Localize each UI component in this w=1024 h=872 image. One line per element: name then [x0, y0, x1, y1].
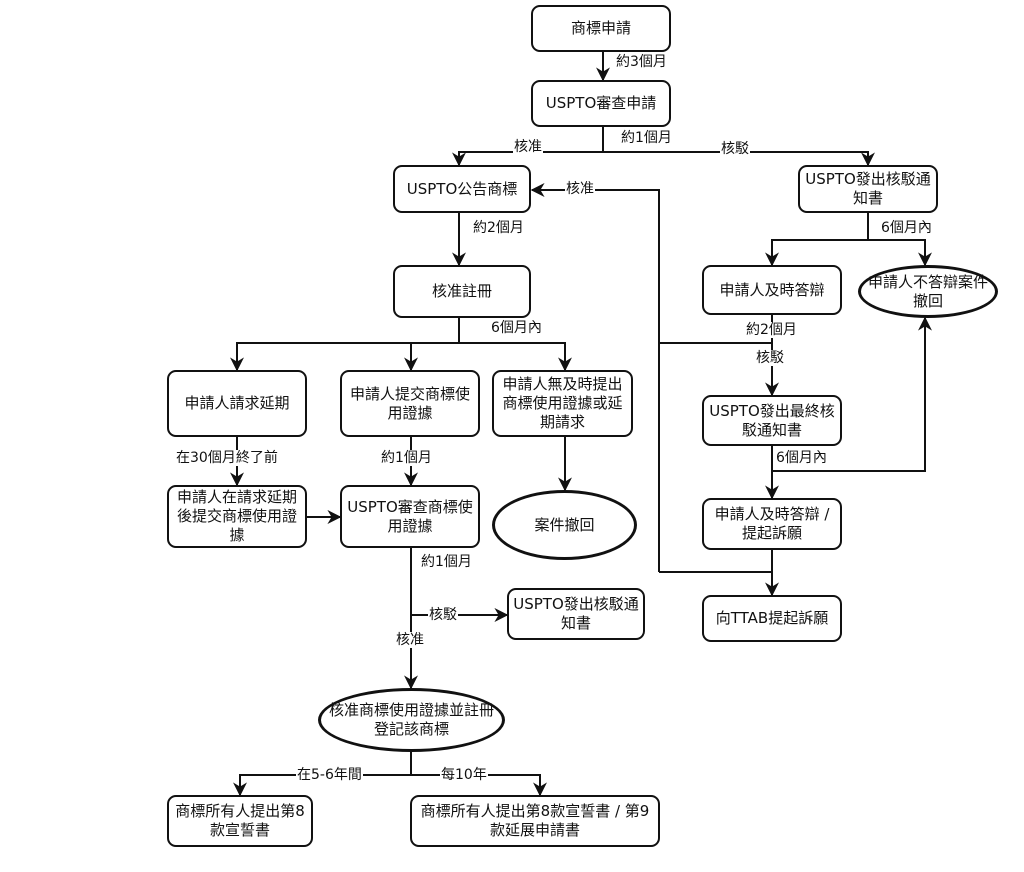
node-no-timely: 申請人無及時提出商標使用證據或延期請求: [492, 370, 633, 437]
node-final-action: USPTO發出最終核駁通知書: [702, 395, 842, 446]
node-ttab: 向TTAB提起訴願: [702, 595, 842, 642]
label-reject: 核駁: [428, 607, 458, 623]
node-office-action-2: USPTO發出核駁通知書: [507, 588, 645, 640]
node-no-response: 申請人不答辯案件撤回: [858, 265, 998, 318]
label-2-months: 約2個月: [472, 220, 525, 236]
node-publish: USPTO公告商標: [393, 165, 531, 213]
label-6-months: 6個月內: [775, 450, 828, 466]
label-every-10-years: 每10年: [440, 767, 488, 783]
node-timely-appeal: 申請人及時答辯 / 提起訴願: [702, 498, 842, 550]
label-5-6-years: 在5-6年間: [296, 767, 363, 783]
node-abandon: 案件撤回: [492, 490, 637, 560]
label-2-months: 約2個月: [745, 322, 798, 338]
label-approve: 核准: [565, 181, 595, 197]
node-extension: 申請人請求延期: [167, 370, 307, 437]
label-6-months: 6個月內: [490, 320, 543, 336]
node-submit-use: 申請人提交商標使用證據: [340, 370, 480, 437]
node-apply: 商標申請: [531, 5, 671, 52]
label-reject: 核駁: [720, 141, 750, 157]
node-exam: USPTO審查申請: [531, 80, 671, 127]
node-sec8-9: 商標所有人提出第8款宣誓書 / 第9款延展申請書: [410, 795, 660, 847]
label-1-month: 約1個月: [420, 554, 473, 570]
node-timely-response: 申請人及時答辯: [702, 265, 842, 315]
node-sec8: 商標所有人提出第8款宣誓書: [167, 795, 313, 847]
label-30-months: 在30個月終了前: [175, 450, 279, 466]
label-reject: 核駁: [755, 350, 785, 366]
node-approve-registration: 核准註冊: [393, 265, 531, 318]
label-approve: 核准: [513, 139, 543, 155]
node-register: 核准商標使用證據並註冊登記該商標: [318, 688, 505, 752]
node-submit-after-ext: 申請人在請求延期後提交商標使用證據: [167, 485, 307, 548]
node-exam-use: USPTO審查商標使用證據: [340, 485, 480, 548]
label-1-month: 約1個月: [620, 130, 673, 146]
label-3-months: 約3個月: [615, 54, 668, 70]
label-approve: 核准: [395, 632, 425, 648]
label-1-month: 約1個月: [380, 450, 433, 466]
label-6-months: 6個月內: [880, 220, 933, 236]
node-office-action: USPTO發出核駁通知書: [798, 165, 938, 213]
